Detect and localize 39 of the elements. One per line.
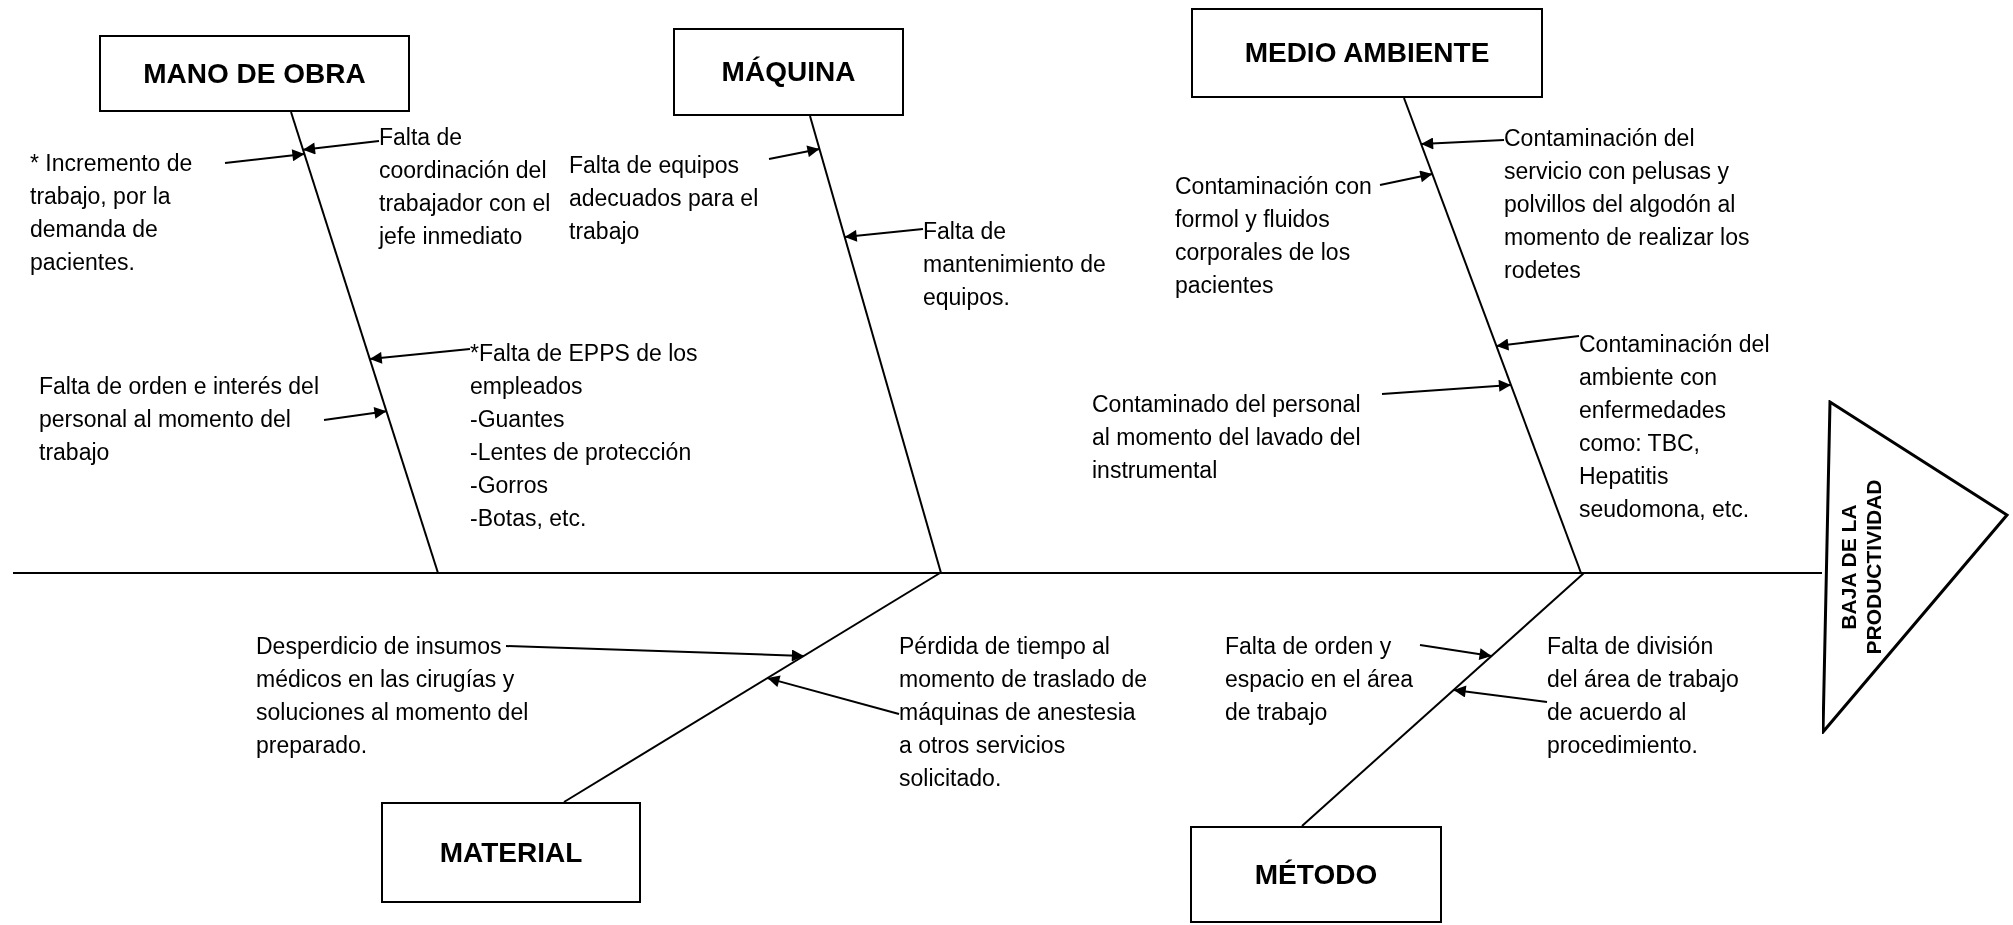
cause-text: Falta de división del área de trabajo de acuerdo al procedimiento. <box>1547 632 1740 760</box>
arrow <box>505 645 805 662</box>
cause-text: Falta de orden y espacio en el área de trabajo <box>1225 632 1414 727</box>
arrow <box>302 140 380 155</box>
cause-text: *Falta de EPPS de los empleados <box>470 339 699 401</box>
cause-text: Contaminación del servicio con pelusas y polvillos del algodón al momento de realizar los rodetes <box>1504 124 1751 285</box>
cause-text: Falta de orden e interés del personal al momento del trabajo <box>39 372 320 467</box>
arrow <box>1419 644 1493 661</box>
arrow <box>1381 379 1512 395</box>
arrow <box>1379 170 1434 186</box>
list-item: -Gorros <box>470 471 549 500</box>
cause-text: Falta de equipos adecuados para el trabajo <box>569 151 760 246</box>
category-box: MATERIAL <box>381 802 641 903</box>
arrow <box>766 675 900 715</box>
effect-label: BAJA DE LA PRODUCTIVIDAD <box>1836 478 1886 657</box>
arrow <box>1420 137 1505 150</box>
cause-text: Pérdida de tiempo al momento de traslado de máquinas de anestesia a otros servicios solicitado. <box>899 632 1149 793</box>
arrow <box>843 228 924 242</box>
arrow <box>1452 685 1548 703</box>
list-item: -Lentes de protección <box>470 438 693 467</box>
category-box: MÁQUINA <box>673 28 904 116</box>
cause-text: Contaminado del personal al momento del lavado del instrumental <box>1092 390 1362 485</box>
list-item: -Guantes <box>470 405 566 434</box>
list-item: -Botas, etc. <box>470 504 588 533</box>
arrow <box>768 145 821 160</box>
arrow <box>224 149 306 164</box>
cause-text: Contaminación con formol y fluidos corporales de los pacientes <box>1175 172 1373 300</box>
cause-text: Falta de coordinación del trabajador con el jefe inmediato <box>379 123 551 251</box>
arrow <box>1495 335 1580 351</box>
category-box: MANO DE OBRA <box>99 35 410 112</box>
spine-line <box>12 572 1823 574</box>
cause-text: Desperdicio de insumos médicos en las cirugías y soluciones al momento del preparado. <box>256 632 530 760</box>
category-box: MÉTODO <box>1190 826 1442 923</box>
category-box: MEDIO AMBIENTE <box>1191 8 1543 98</box>
cause-text: Contaminación del ambiente con enfermedades como: TBC, Hepatitis seudomona, etc. <box>1579 330 1771 524</box>
arrow <box>368 348 471 364</box>
arrow <box>323 406 388 421</box>
cause-text: * Incremento de trabajo, por la demanda de pacientes. <box>30 149 194 277</box>
cause-text: Falta de mantenimiento de equipos. <box>923 217 1107 312</box>
